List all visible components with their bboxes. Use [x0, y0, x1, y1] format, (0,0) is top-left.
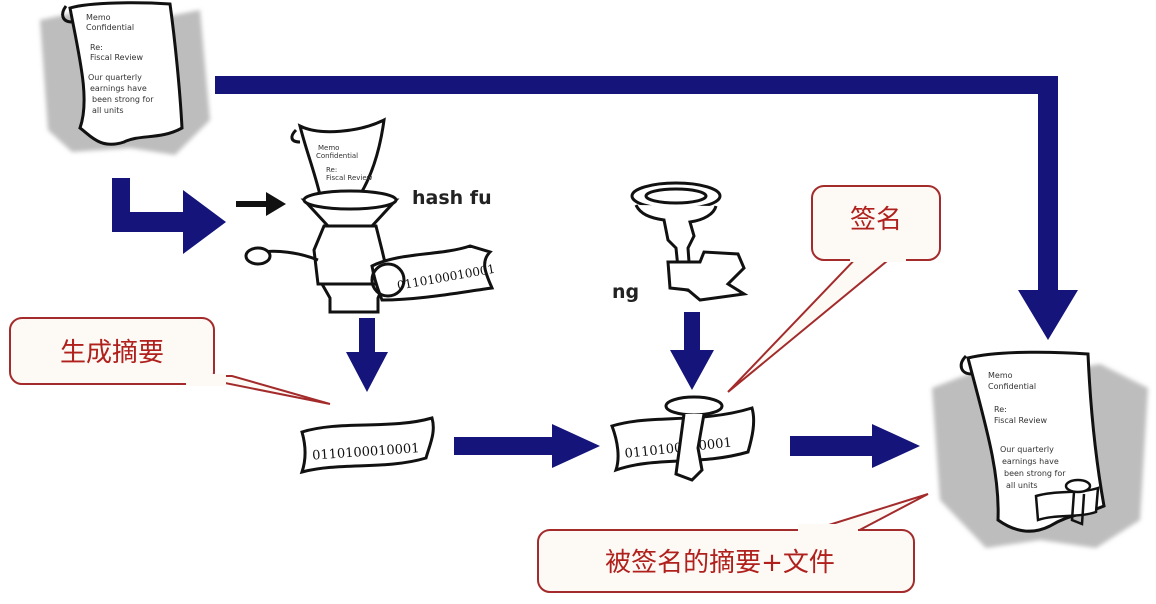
- signed-document: Memo Confidential Re: Fiscal Review Our …: [932, 350, 1148, 548]
- doc-line-1: Memo: [86, 13, 111, 22]
- signed-doc-line-8: all units: [1006, 481, 1038, 490]
- grinder-paper-line-1: Memo: [318, 144, 339, 152]
- hash-function-label: hash fu: [412, 187, 492, 209]
- signed-doc-line-2: Confidential: [988, 382, 1036, 391]
- digest-right-arrow: [454, 424, 600, 468]
- doc-line-6: earnings have: [90, 84, 147, 93]
- digest-callout: 生成摘要: [9, 317, 331, 405]
- signed-doc-line-3: Re:: [994, 405, 1007, 414]
- doc-line-4: Fiscal Review: [90, 53, 143, 62]
- signed-doc-line-4: Fiscal Review: [994, 416, 1047, 425]
- grinder-paper-line-4: Fiscal Review: [326, 174, 373, 182]
- signature-callout: 签名: [727, 185, 941, 393]
- message-digest: 0110100010001: [299, 416, 435, 475]
- hash-down-arrow: [346, 318, 388, 392]
- grinder-paper-line-2: Confidential: [316, 152, 358, 160]
- flow-arrows: [112, 76, 1078, 468]
- signed-file-callout-text: 被签名的摘要+文件: [605, 548, 835, 578]
- doc-line-2: Confidential: [86, 23, 134, 32]
- doc-line-8: all units: [92, 106, 124, 115]
- hash-function-grinder: Memo Confidential Re: Fiscal Review 0110…: [244, 117, 496, 314]
- signature-right-arrow: [790, 424, 920, 468]
- signed-doc-line-7: been strong for: [1004, 469, 1066, 478]
- signed-file-callout: 被签名的摘要+文件: [537, 493, 929, 593]
- doc-line-5: Our quarterly: [88, 73, 142, 82]
- original-document: Memo Confidential Re: Fiscal Review Our …: [40, 1, 210, 155]
- digest-callout-text: 生成摘要: [60, 338, 164, 368]
- signed-digest: 0110100010001: [610, 395, 756, 482]
- key-teeth: [666, 250, 749, 302]
- document-paper: [68, 1, 184, 146]
- signed-key-bow: [664, 395, 724, 417]
- doc-line-3: Re:: [90, 43, 103, 52]
- key-down-arrow: [670, 312, 714, 390]
- signature-callout-text: 签名: [850, 205, 902, 235]
- document-to-hash-arrow: [112, 178, 226, 254]
- doc-line-7: been strong for: [92, 95, 154, 104]
- small-input-arrow: [236, 192, 286, 216]
- attached-signature: [1034, 478, 1100, 526]
- signing-label: ng: [612, 281, 639, 303]
- signed-doc-line-5: Our quarterly: [1000, 445, 1054, 454]
- signed-doc-line-6: earnings have: [1002, 457, 1059, 466]
- signature-callout-pointer: [727, 251, 901, 393]
- digest-text: 0110100010001: [312, 441, 420, 463]
- digest-callout-box: [9, 317, 215, 385]
- signed-key-shaft: [674, 413, 706, 482]
- grinder-paper-line-3: Re:: [326, 166, 337, 174]
- private-key: [630, 181, 749, 302]
- grinder-input-paper: [297, 117, 386, 197]
- signed-file-callout-box: [537, 529, 915, 593]
- signed-doc-line-1: Memo: [988, 371, 1013, 380]
